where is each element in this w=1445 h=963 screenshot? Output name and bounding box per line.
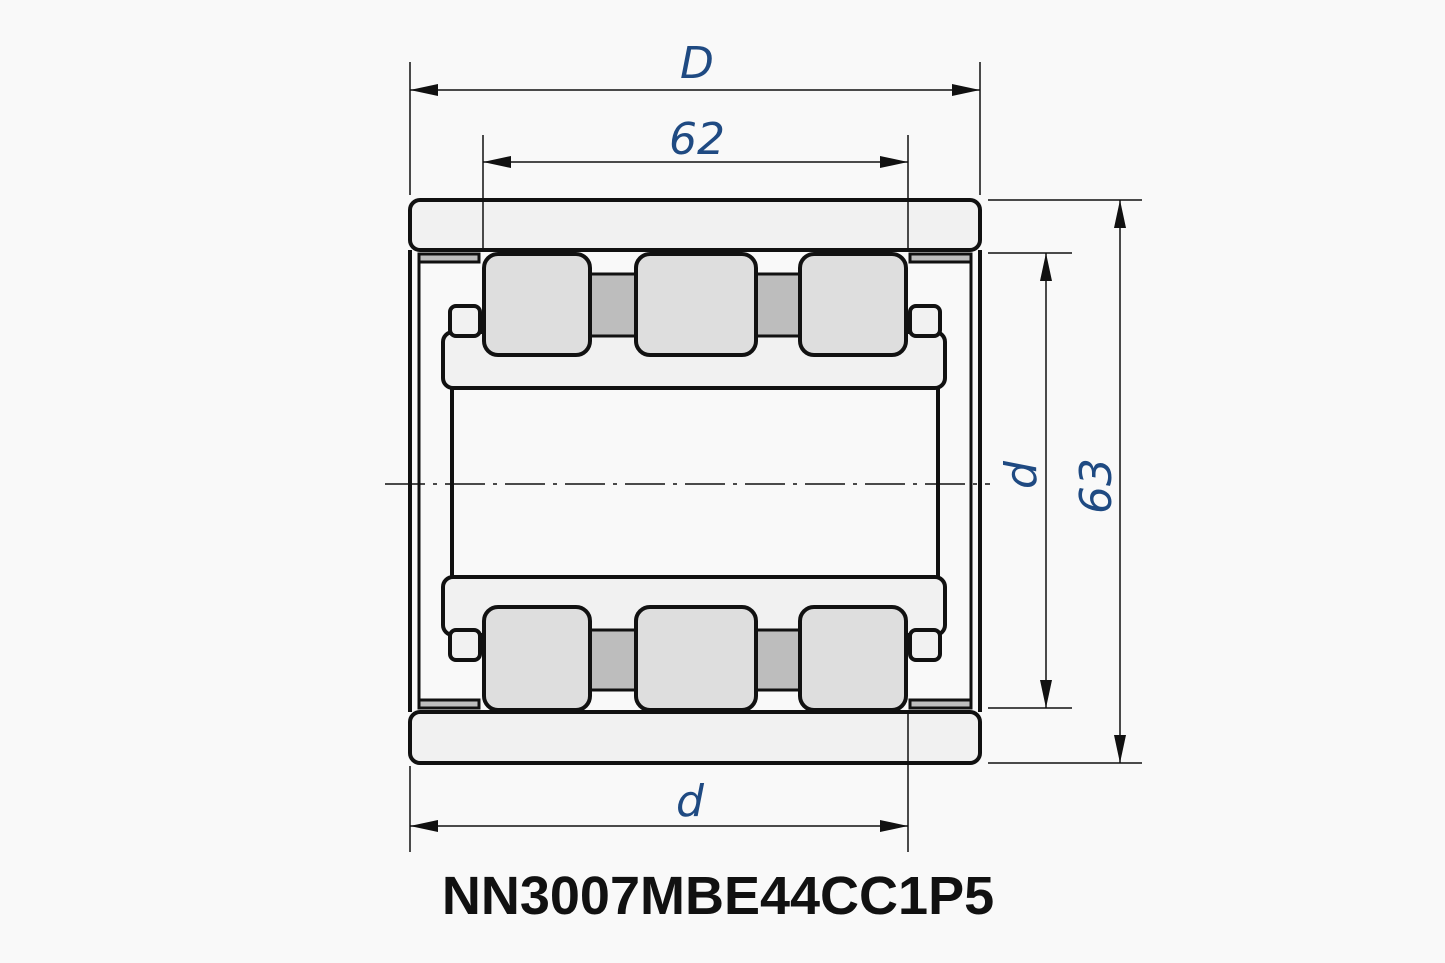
part-number: NN3007MBE44CC1P5 [442, 866, 994, 926]
roller [482, 252, 592, 357]
dim-outer-diameter: D [680, 38, 714, 89]
dim-roller-span: 62 [669, 114, 725, 165]
roller [798, 605, 908, 712]
outer-ring [408, 198, 982, 765]
roller [634, 605, 758, 712]
dim-bottom-width: d [676, 776, 705, 827]
roller [798, 252, 908, 357]
dim-bore: d [996, 460, 1047, 489]
roller [482, 605, 592, 712]
dimension-lines [409, 62, 1142, 852]
dim-height: 63 [1071, 458, 1122, 514]
roller [634, 252, 758, 357]
cage [586, 272, 806, 692]
rollers [482, 252, 908, 712]
